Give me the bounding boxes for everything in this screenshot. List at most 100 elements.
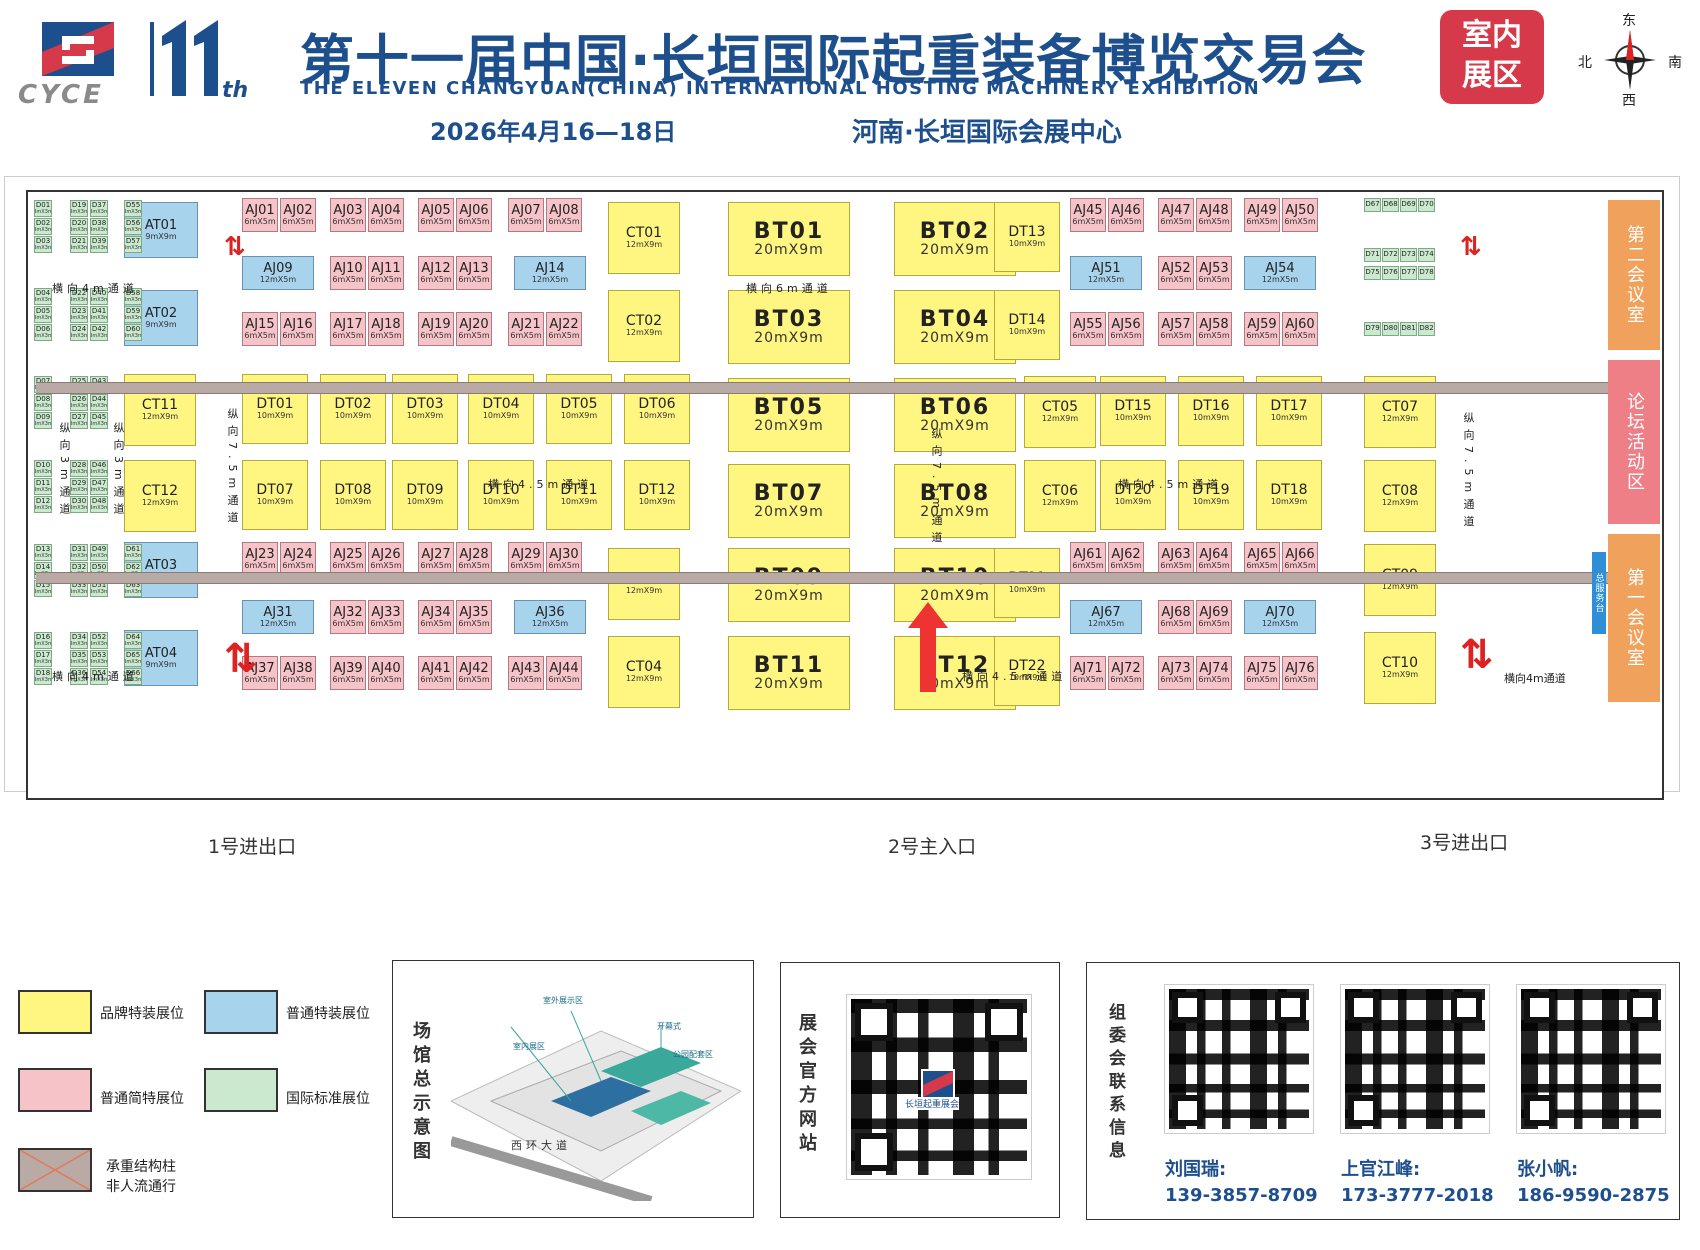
contact-phone-3[interactable]: 186-9590-2875 bbox=[1517, 1185, 1670, 1206]
booth-d67[interactable]: D67 bbox=[1364, 198, 1381, 212]
contact-phone-1[interactable]: 139-3857-8709 bbox=[1165, 1185, 1318, 1206]
contact-qr-1[interactable] bbox=[1164, 984, 1314, 1134]
contact-qr-2[interactable] bbox=[1340, 984, 1490, 1134]
contact-qr-3[interactable] bbox=[1516, 984, 1666, 1134]
contact-phone-2[interactable]: 173-3777-2018 bbox=[1341, 1185, 1494, 1206]
booth-d73[interactable]: D73 bbox=[1400, 248, 1417, 262]
booth-d74[interactable]: D74 bbox=[1418, 248, 1435, 262]
booth-d70[interactable]: D70 bbox=[1418, 198, 1435, 212]
booth-d75[interactable]: D75 bbox=[1364, 266, 1381, 280]
booth-d68[interactable]: D68 bbox=[1382, 198, 1399, 212]
booth-d76[interactable]: D76 bbox=[1382, 266, 1399, 280]
